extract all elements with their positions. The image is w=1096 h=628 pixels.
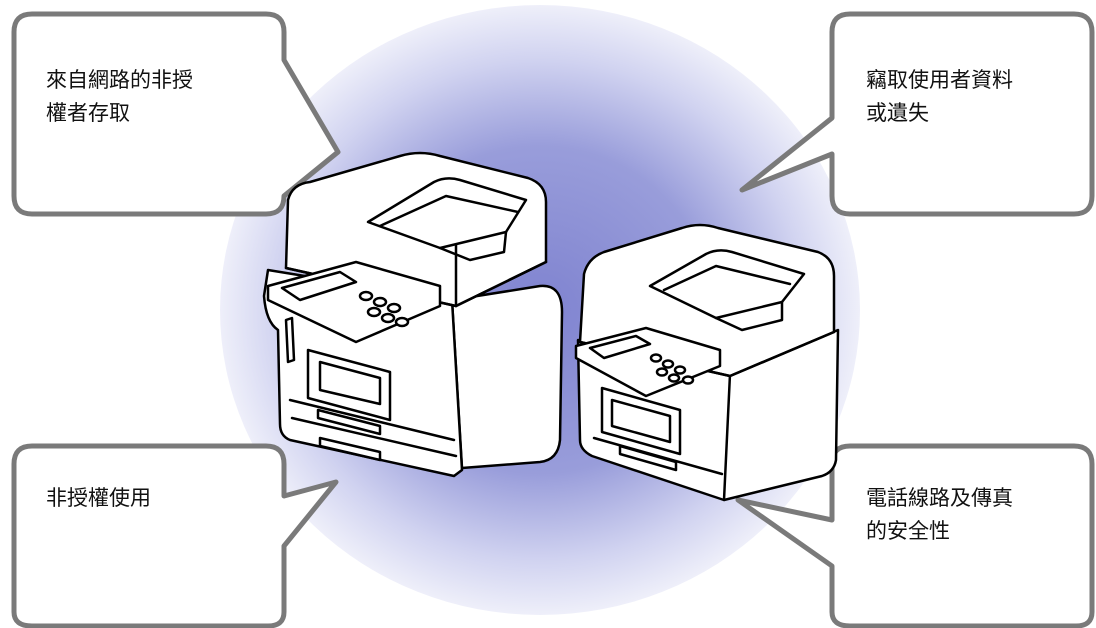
callout-network-access-text: 來自網路的非授 權者存取 xyxy=(46,64,261,130)
callout-unauthorized-use-text: 非授權使用 xyxy=(46,482,261,515)
printer-large-icon xyxy=(264,153,562,476)
printer-small-icon xyxy=(576,225,838,500)
callout-data-theft-text: 竊取使用者資料 或遺失 xyxy=(866,64,1071,130)
callout-bubble-bottom-left xyxy=(14,446,336,626)
callout-fax-security-text: 電話線路及傳真 的安全性 xyxy=(866,482,1071,548)
